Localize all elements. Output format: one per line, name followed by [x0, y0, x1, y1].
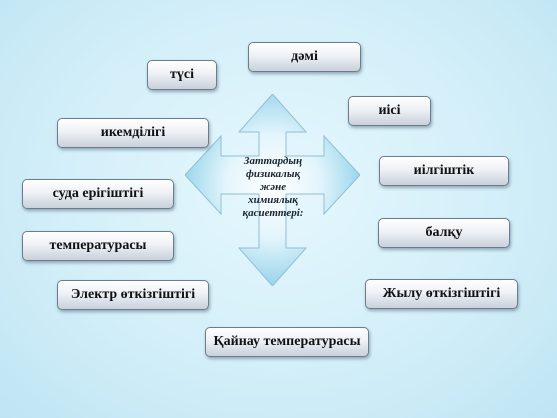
property-label: иісі [378, 103, 401, 118]
property-label: суда ерігіштігі [52, 186, 144, 201]
property-box-smell: иісі [348, 96, 431, 126]
property-label: Жылу өткізгіштігі [382, 286, 501, 301]
property-label: икемділігі [100, 125, 166, 140]
property-box-plasticity: икемділігі [57, 118, 209, 148]
property-box-solubility: суда ерігіштігі [22, 179, 174, 209]
center-caption-line: физикалық [245, 168, 301, 180]
center-caption: Заттардың физикалық және химиялық қасиет… [228, 155, 318, 220]
property-box-boiling-point: Қайнау температурасы [205, 327, 369, 357]
center-caption-line: химиялық [248, 194, 298, 206]
property-label: түсі [170, 67, 194, 82]
property-label: иілгіштік [413, 163, 475, 178]
property-label: температурасы [49, 238, 147, 253]
center-caption-line: Заттардың [243, 155, 303, 167]
property-label: балқу [425, 225, 463, 240]
property-box-taste: дәмі [248, 42, 361, 72]
four-way-arrow-icon [185, 94, 360, 286]
property-label: Электр өткізгіштігі [70, 287, 196, 302]
property-label: Қайнау температурасы [213, 334, 361, 349]
center-caption-line: қасиеттері: [242, 207, 304, 219]
property-box-temperature: температурасы [22, 231, 174, 261]
property-label: дәмі [291, 49, 318, 64]
property-box-color: түсі [147, 60, 217, 90]
property-box-electrical-conductivity: Электр өткізгіштігі [57, 280, 209, 310]
center-caption-line: және [259, 181, 287, 193]
property-box-thermal-conductivity: Жылу өткізгіштігі [365, 279, 518, 309]
property-box-flexibility: иілгіштік [379, 156, 509, 186]
property-box-melting: балқу [378, 218, 510, 248]
